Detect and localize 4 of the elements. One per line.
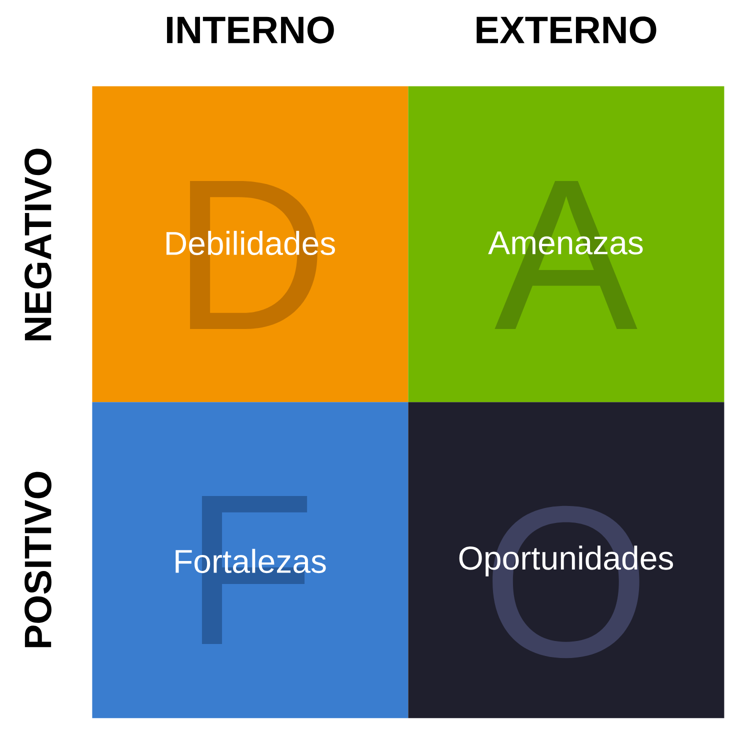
row-heading: NEGATIVO (24, 148, 52, 340)
column-heading: INTERNO (167, 16, 334, 44)
column-heading: EXTERNO (476, 16, 656, 44)
row-heading: POSITIVO (24, 472, 52, 648)
